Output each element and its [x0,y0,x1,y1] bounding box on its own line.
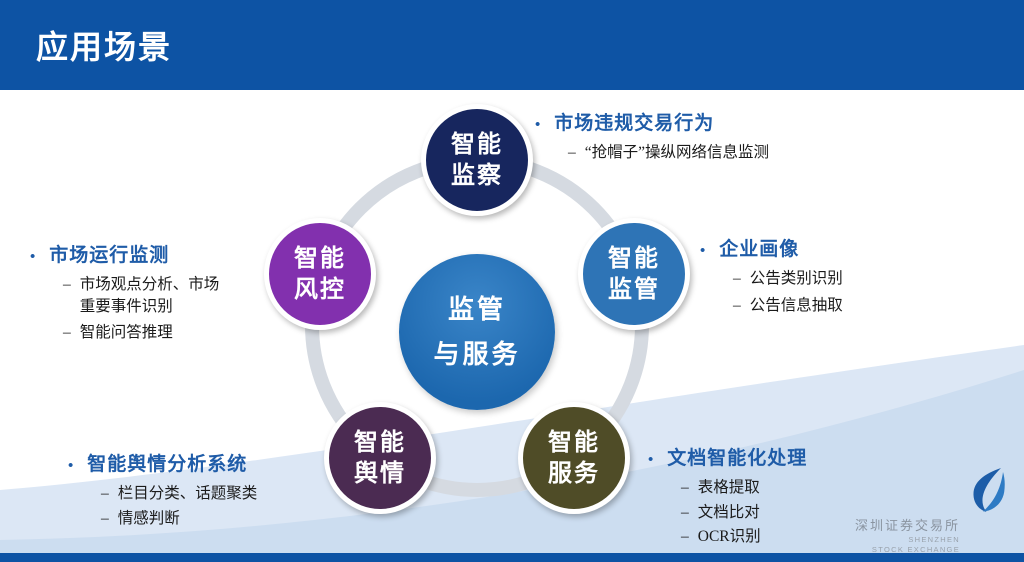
annotation-item: – 公告类别识别 [733,268,843,290]
dash-icon: – [63,276,71,293]
annotation-item-text: 公告信息抽取 [749,296,843,314]
bullet-icon: • [68,458,75,474]
annotation-document-processing: • 文档智能化处理 – 表格提取 – 文档比对 – OCR识别 [648,443,807,548]
annotation-heading-text: 市场运行监测 [49,245,170,266]
annotation-item-text: 文档比对 [697,503,760,521]
center-circle: 监管 与服务 [399,254,555,410]
bullet-icon: • [30,249,37,265]
annotation-item: – 文档比对 [681,502,807,524]
dash-icon: – [681,479,689,496]
node-intelligent-public-opinion: 智能 舆情 [324,402,436,514]
annotation-item: – OCR识别 [681,526,807,548]
annotation-item-text: 市场观点分析、市场重要事件识别 [79,276,220,315]
dash-icon: – [681,503,689,521]
header-bar: 应用场景 [0,0,1024,90]
annotation-opinion-analysis: • 智能舆情分析系统 – 栏目分类、话题聚类 – 情感判断 [68,449,257,529]
annotation-item: – 市场观点分析、市场重要事件识别 [63,274,220,317]
annotation-item-text: 情感判断 [117,509,180,527]
annotation-item-text: “抢帽子”操纵网络信息监测 [584,144,770,161]
annotation-heading: • 企业画像 [700,234,843,261]
annotation-enterprise-profile: • 企业画像 – 公告类别识别 – 公告信息抽取 [700,234,843,316]
annotation-heading: • 文档智能化处理 [648,443,807,470]
bullet-icon: • [648,452,655,468]
dash-icon: – [733,296,741,314]
annotation-heading-text: 市场违规交易行为 [554,113,715,134]
annotation-item-text: 表格提取 [697,479,760,496]
annotation-item: – 表格提取 [681,477,807,499]
szse-logo-name-en-1: SHENZHEN [908,535,960,544]
annotation-heading-text: 智能舆情分析系统 [87,454,248,475]
dash-icon: – [681,528,689,546]
annotation-item-text: OCR识别 [697,528,761,546]
szse-logo-name-en-2: STOCK EXCHANGE [871,545,960,554]
annotation-item: – 公告信息抽取 [733,295,843,317]
annotation-item-text: 智能问答推理 [79,324,173,342]
annotation-item: – 智能问答推理 [63,322,220,344]
szse-logo: 深圳证券交易所 SHENZHEN STOCK EXCHANGE [855,467,1010,554]
annotation-item: – “抢帽子”操纵网络信息监测 [568,142,769,164]
annotation-item: – 情感判断 [101,508,257,530]
szse-logo-text: 深圳证券交易所 SHENZHEN STOCK EXCHANGE [855,515,1010,554]
szse-logo-icon [973,468,1005,512]
annotation-market-violation: • 市场违规交易行为 – “抢帽子”操纵网络信息监测 [535,108,769,164]
dash-icon: – [101,485,109,502]
dash-icon: – [63,324,71,342]
node-intelligent-supervision: 智能 监管 [578,218,690,330]
annotation-item-text: 公告类别识别 [749,270,843,287]
bottom-accent-bar [0,553,1024,562]
annotation-item: – 栏目分类、话题聚类 [101,483,257,505]
bullet-icon: • [700,243,707,259]
annotation-heading-text: 文档智能化处理 [667,448,808,469]
node-intelligent-surveillance: 智能 监察 [421,104,533,216]
node-intelligent-service: 智能 服务 [518,402,630,514]
annotation-heading: • 智能舆情分析系统 [68,449,257,476]
annotation-item-text: 栏目分类、话题聚类 [117,485,258,502]
node-intelligent-risk-control: 智能 风控 [264,218,376,330]
annotation-heading: • 市场运行监测 [30,240,220,267]
dash-icon: – [733,270,741,287]
bullet-icon: • [535,117,542,133]
annotation-market-monitoring: • 市场运行监测 – 市场观点分析、市场重要事件识别 – 智能问答推理 [30,240,220,344]
page-title: 应用场景 [36,29,173,65]
annotation-heading-text: 企业画像 [719,239,800,260]
annotation-heading: • 市场违规交易行为 [535,108,769,135]
szse-logo-name-cn: 深圳证券交易所 [854,518,960,533]
dash-icon: – [101,509,109,527]
dash-icon: – [568,144,576,161]
